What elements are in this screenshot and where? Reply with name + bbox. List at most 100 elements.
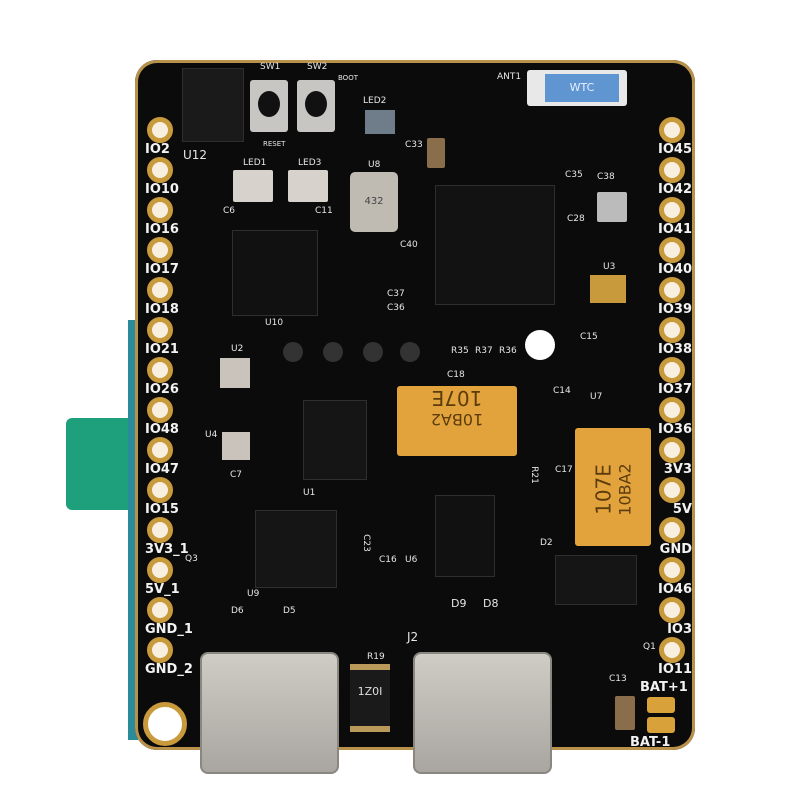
antenna-marking: WTC — [545, 74, 619, 102]
pin-label: IO47 — [145, 462, 179, 477]
header-pin[interactable] — [659, 557, 685, 583]
capacitor-c13 — [615, 696, 635, 730]
header-pin[interactable] — [147, 197, 173, 223]
label-u12: U12 — [183, 148, 208, 162]
header-pin[interactable] — [147, 277, 173, 303]
pin-label: IO48 — [145, 422, 179, 437]
label-c15: C15 — [580, 332, 598, 342]
pin-label: 3V3_1 — [145, 542, 189, 557]
header-pin[interactable] — [659, 157, 685, 183]
header-pin[interactable] — [147, 357, 173, 383]
label-r36: R36 — [499, 346, 517, 356]
pin-label: IO2 — [145, 142, 170, 157]
header-pin[interactable] — [659, 597, 685, 623]
usb-c-port-j2[interactable] — [413, 652, 552, 774]
header-pin[interactable] — [147, 517, 173, 543]
pin-label: IO41 — [658, 222, 692, 237]
diode-d2 — [555, 555, 637, 605]
header-pin[interactable] — [147, 597, 173, 623]
chip-esp32 — [435, 185, 555, 305]
pin-label: IO39 — [658, 302, 692, 317]
led1 — [233, 170, 273, 202]
label-u7: U7 — [590, 392, 603, 402]
header-pin[interactable] — [147, 557, 173, 583]
label-boot: BOOT — [338, 74, 358, 82]
header-pin[interactable] — [659, 477, 685, 503]
pin-label: 5V_1 — [145, 582, 180, 597]
pin-label: 3V3 — [663, 462, 692, 477]
header-pin[interactable] — [659, 637, 685, 663]
label-u3: U3 — [603, 262, 616, 272]
label-led1: LED1 — [243, 158, 267, 168]
pin-label: IO46 — [658, 582, 692, 597]
mounting-hole — [143, 702, 187, 746]
bat-plus-pad[interactable] — [647, 697, 675, 713]
c17-code: 107E — [591, 464, 616, 515]
label-c14: C14 — [553, 386, 571, 396]
label-q3: Q3 — [185, 554, 198, 564]
label-d8: D8 — [483, 597, 499, 610]
header-pin[interactable] — [659, 517, 685, 543]
label-u1: U1 — [303, 488, 316, 498]
pin-label: IO36 — [658, 422, 692, 437]
pin-label: IO37 — [658, 382, 692, 397]
usb-c-port-1[interactable] — [200, 652, 339, 774]
sensor-u4 — [222, 432, 250, 460]
header-pin[interactable] — [147, 397, 173, 423]
inductor-r19: 1Z0I — [350, 664, 390, 732]
header-pin[interactable] — [659, 437, 685, 463]
label-c18: C18 — [447, 370, 465, 380]
header-pin[interactable] — [659, 237, 685, 263]
header-pin[interactable] — [659, 117, 685, 143]
pin-label: IO11 — [658, 662, 692, 677]
header-pin[interactable] — [659, 277, 685, 303]
header-pin[interactable] — [659, 317, 685, 343]
label-d9: D9 — [451, 597, 467, 610]
crystal-u8: 432 — [350, 172, 398, 232]
label-bat-minus: BAT-1 — [630, 735, 671, 750]
pin-label: IO42 — [658, 182, 692, 197]
label-c37: C37 — [387, 289, 405, 299]
header-pin[interactable] — [147, 477, 173, 503]
header-pin[interactable] — [659, 357, 685, 383]
label-c16: C16 — [379, 555, 397, 565]
label-c40: C40 — [400, 240, 418, 250]
label-c36: C36 — [387, 303, 405, 313]
header-pin[interactable] — [147, 637, 173, 663]
chip-u12 — [182, 68, 244, 142]
label-d6: D6 — [231, 606, 244, 616]
header-pin[interactable] — [147, 437, 173, 463]
bat-minus-pad[interactable] — [647, 717, 675, 733]
header-pin[interactable] — [147, 157, 173, 183]
label-u4: U4 — [205, 430, 218, 440]
crystal-small — [597, 192, 627, 222]
header-pin[interactable] — [659, 197, 685, 223]
boot-button[interactable] — [297, 80, 335, 132]
chip-u10 — [232, 230, 318, 316]
label-c35: C35 — [565, 170, 583, 180]
c17-lot: 10BA2 — [615, 463, 635, 516]
label-u6: U6 — [405, 555, 418, 565]
label-u2: U2 — [231, 344, 244, 354]
chip-u9 — [255, 510, 337, 588]
label-r19: R19 — [367, 652, 385, 662]
header-pin[interactable] — [147, 117, 173, 143]
label-c33: C33 — [405, 140, 423, 150]
chip-u1 — [303, 400, 367, 480]
header-pin[interactable] — [147, 237, 173, 263]
label-u10: U10 — [265, 318, 284, 328]
label-u9: U9 — [247, 589, 260, 599]
reset-button[interactable] — [250, 80, 288, 132]
label-c17: C17 — [555, 465, 573, 475]
pin-label: IO26 — [145, 382, 179, 397]
pin-label: IO45 — [658, 142, 692, 157]
header-pin[interactable] — [147, 317, 173, 343]
header-pin[interactable] — [659, 397, 685, 423]
pcb-board: U12 SW1 SW2 RESET BOOT LED2 LED1 LED3 C6… — [135, 60, 695, 774]
antenna: WTC — [527, 70, 627, 106]
pin-label: GND_2 — [145, 662, 193, 677]
pin-label: IO10 — [145, 182, 179, 197]
label-bat-plus: BAT+1 — [640, 680, 688, 695]
